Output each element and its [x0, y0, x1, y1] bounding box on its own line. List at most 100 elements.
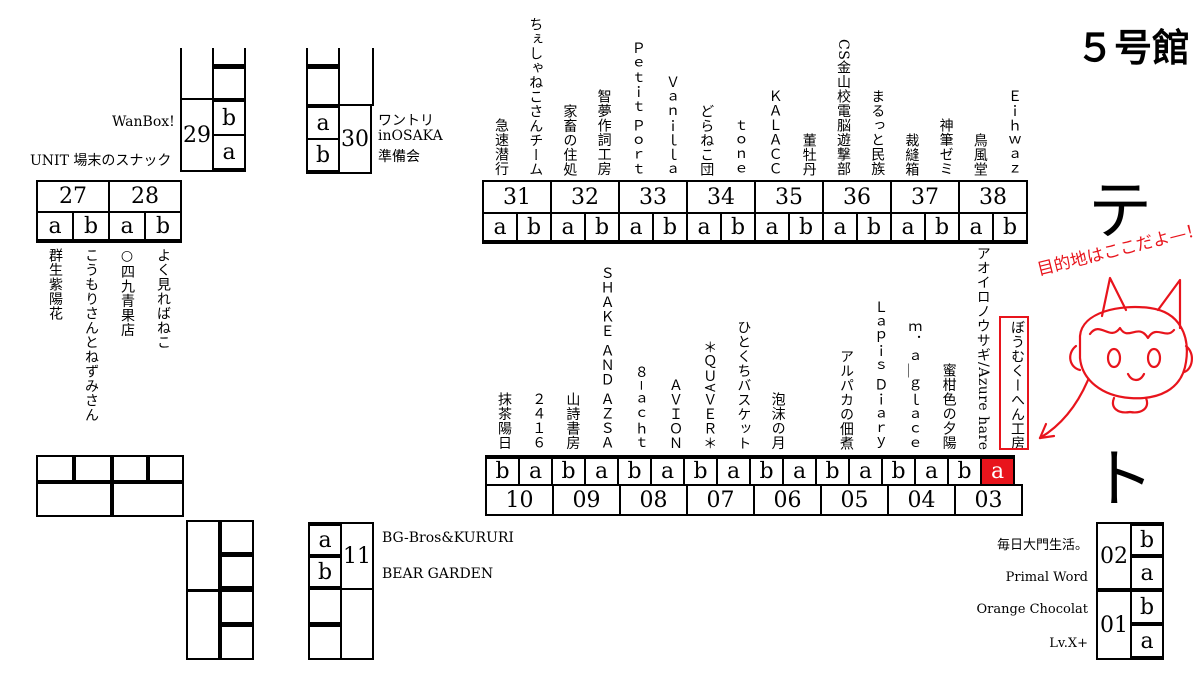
left-booth-number-1: 28 [108, 180, 182, 213]
booth-29-label: WanBox! [112, 114, 175, 130]
bottom-booth-0[interactable]: b [485, 455, 520, 486]
top-booth-11[interactable]: b [856, 212, 892, 244]
left-booth-3[interactable]: b [144, 211, 182, 243]
bottom-booth-label-1: ２４１６ [530, 392, 547, 450]
bottom-booth-number-3: 07 [686, 484, 755, 516]
booth-blank [212, 48, 246, 100]
top-booth-5[interactable]: b [652, 212, 688, 244]
bottom-booth-11[interactable]: a [848, 455, 883, 486]
booth-02b-label: 毎日大門生活。 [996, 538, 1088, 553]
top-booth-4[interactable]: a [618, 212, 654, 244]
bottom-booth-1[interactable]: a [518, 455, 553, 486]
booth-02b[interactable]: b [1130, 522, 1164, 556]
bottom-booth-13[interactable]: a [914, 455, 949, 486]
booth-divider [222, 622, 254, 627]
booth-divider [72, 455, 76, 482]
bottom-booth-14[interactable]: b [947, 455, 982, 486]
booth-29a[interactable]: a [212, 134, 246, 172]
bottom-booth-label-13: 蜜柑色の夕陽 [940, 363, 957, 450]
bottom-booth-number-4: 06 [753, 484, 822, 516]
top-booth-number-6: 37 [890, 180, 960, 214]
top-booth-10[interactable]: a [822, 212, 858, 244]
top-booth-label-13: 神筆ゼミ [937, 118, 954, 176]
top-booth-label-4: Ｐｅｔｉｔ Ｐｏｒｔ [629, 40, 646, 176]
booth-11b[interactable]: b [308, 556, 342, 590]
top-booth-6[interactable]: a [686, 212, 722, 244]
booth-11a-label: BG-Bros&KURURI [382, 530, 514, 546]
bottom-booth-5[interactable]: a [650, 455, 685, 486]
bottom-booth-3[interactable]: a [584, 455, 619, 486]
bottom-booth-6[interactable]: b [683, 455, 718, 486]
bottom-booth-label-0: 抹茶陽日 [496, 392, 512, 450]
top-booth-12[interactable]: a [890, 212, 926, 244]
booth-divider [146, 455, 150, 482]
top-booth-label-3: 智夢作詞工房 [595, 89, 612, 176]
booth-30a[interactable]: a [306, 104, 340, 140]
left-booth-label-0: 群生紫陽花 [47, 248, 63, 321]
top-booth-label-11: まるっと民族 [869, 89, 886, 176]
top-booth-label-2: 家畜の住処 [561, 103, 578, 177]
bottom-booth-10[interactable]: b [815, 455, 850, 486]
top-booth-label-15: Ｅｉｈｗａｚ [1006, 89, 1022, 176]
top-booth-label-12: 裁縫箱 [903, 132, 920, 177]
booth-02a[interactable]: a [1130, 556, 1164, 590]
top-booth-8[interactable]: a [754, 212, 790, 244]
booth-divider [222, 552, 254, 557]
left-booth-2[interactable]: a [108, 211, 146, 243]
booth-11-number: 11 [340, 522, 374, 590]
top-booth-number-7: 38 [958, 180, 1028, 214]
bottom-booth-label-8: 泡沫の月 [769, 392, 786, 450]
booth-30-label-2: inOSAKA [378, 128, 443, 144]
bottom-booth-8[interactable]: b [749, 455, 784, 486]
booth-11a[interactable]: a [308, 522, 342, 556]
bottom-booth-15[interactable]: a [980, 455, 1015, 486]
top-booth-number-0: 31 [482, 180, 552, 214]
bottom-booth-label-14: アオイロノウサギ/Azure hare [974, 245, 991, 451]
left-booth-0[interactable]: a [36, 211, 74, 243]
tent-label-top: テ [1088, 175, 1152, 249]
booth-30-label-1: ワントリ [378, 113, 434, 129]
top-booth-2[interactable]: a [550, 212, 586, 244]
top-booth-15[interactable]: b [992, 212, 1028, 244]
bottom-booth-label-7: ひとくちバスケット [735, 319, 752, 451]
tent-label-bottom: ト [1090, 443, 1154, 517]
top-booth-label-14: 鳥風堂 [971, 132, 988, 177]
bottom-booth-number-0: 10 [485, 484, 554, 516]
top-booth-number-3: 34 [686, 180, 756, 214]
booth-29b[interactable]: b [212, 98, 246, 136]
destination-highlight-frame [999, 316, 1029, 450]
top-booth-label-0: 急速潜行 [493, 118, 509, 176]
booth-02a-label: Primal Word [1005, 570, 1088, 585]
left-booth-1[interactable]: b [72, 211, 110, 243]
bottom-booth-4[interactable]: b [617, 455, 652, 486]
bottom-booth-7[interactable]: a [716, 455, 751, 486]
booth-01a[interactable]: a [1130, 624, 1164, 660]
bottom-booth-label-5: ＡＶＩＯＮ [667, 377, 683, 451]
top-booth-label-6: どらねこ団 [698, 103, 715, 177]
top-booth-3[interactable]: b [584, 212, 620, 244]
booth-02-number: 02 [1096, 522, 1132, 590]
booth-divider [212, 64, 246, 69]
top-booth-14[interactable]: a [958, 212, 994, 244]
booth-blank [306, 48, 340, 106]
bottom-booth-2[interactable]: b [551, 455, 586, 486]
booth-30-label-3: 準備会 [378, 149, 420, 165]
booth-11b-label: BEAR GARDEN [382, 566, 494, 582]
top-booth-1[interactable]: b [516, 212, 552, 244]
top-booth-0[interactable]: a [482, 212, 518, 244]
top-booth-7[interactable]: b [720, 212, 756, 244]
booth-30b[interactable]: b [306, 138, 340, 174]
top-booth-13[interactable]: b [924, 212, 960, 244]
bottom-booth-9[interactable]: a [782, 455, 817, 486]
bottom-booth-label-6: ＊ＱＵ∀ＶＥＲ＊ [701, 339, 718, 450]
top-booth-9[interactable]: b [788, 212, 824, 244]
left-booth-number-0: 27 [36, 180, 110, 213]
top-booth-number-2: 33 [618, 180, 688, 214]
booth-divider [222, 586, 254, 591]
booth-01b[interactable]: b [1130, 590, 1164, 624]
top-booth-label-1: ちぇしゃねこさんチーム [527, 16, 544, 177]
bottom-booth-number-1: 09 [552, 484, 621, 516]
bottom-booth-12[interactable]: b [881, 455, 916, 486]
